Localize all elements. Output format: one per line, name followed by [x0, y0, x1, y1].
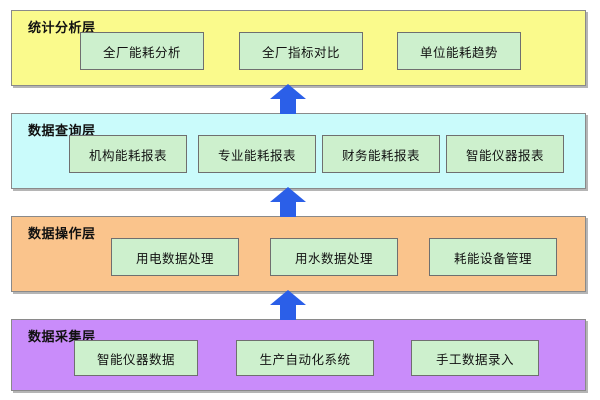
- node-box[interactable]: 全厂指标对比: [239, 32, 363, 70]
- node-box[interactable]: 智能仪器报表: [446, 135, 564, 173]
- layer-title-statistics: 统计分析层: [28, 21, 96, 36]
- layer-panel-collection: 数据采集层智能仪器数据生产自动化系统手工数据录入: [11, 319, 586, 391]
- node-box[interactable]: 生产自动化系统: [236, 340, 374, 376]
- node-box[interactable]: 用电数据处理: [111, 238, 239, 276]
- node-box[interactable]: 机构能耗报表: [69, 135, 187, 173]
- node-box[interactable]: 单位能耗趋势: [397, 32, 521, 70]
- layer-title-operation: 数据操作层: [28, 227, 96, 242]
- node-box[interactable]: 财务能耗报表: [322, 135, 440, 173]
- arrow-operation-to-query-icon: [268, 187, 308, 217]
- node-row-collection: 智能仪器数据 生产自动化系统 手工数据录入: [12, 320, 585, 390]
- node-box[interactable]: 手工数据录入: [411, 340, 539, 376]
- arrow-collection-to-operation-icon: [268, 84, 308, 114]
- node-row-query: 机构能耗报表专业能耗报表财务能耗报表智能仪器报表: [12, 114, 585, 188]
- arrow-query-to-statistics-icon: [268, 290, 308, 320]
- node-row-statistics: 全厂能耗分析全厂指标对比单位能耗趋势: [12, 11, 585, 85]
- layer-panel-query: 数据查询层机构能耗报表专业能耗报表财务能耗报表智能仪器报表: [11, 113, 586, 189]
- node-box[interactable]: 专业能耗报表: [198, 135, 316, 173]
- node-box[interactable]: 耗能设备管理: [429, 238, 557, 276]
- node-box[interactable]: 智能仪器数据: [74, 340, 198, 376]
- layer-panel-statistics: 统计分析层全厂能耗分析全厂指标对比单位能耗趋势: [11, 10, 586, 86]
- node-row-operation: 用电数据处理用水数据处理耗能设备管理: [12, 217, 585, 291]
- node-box[interactable]: 用水数据处理: [270, 238, 398, 276]
- node-box[interactable]: 全厂能耗分析: [80, 32, 204, 70]
- layer-panel-operation: 数据操作层用电数据处理用水数据处理耗能设备管理: [11, 216, 586, 292]
